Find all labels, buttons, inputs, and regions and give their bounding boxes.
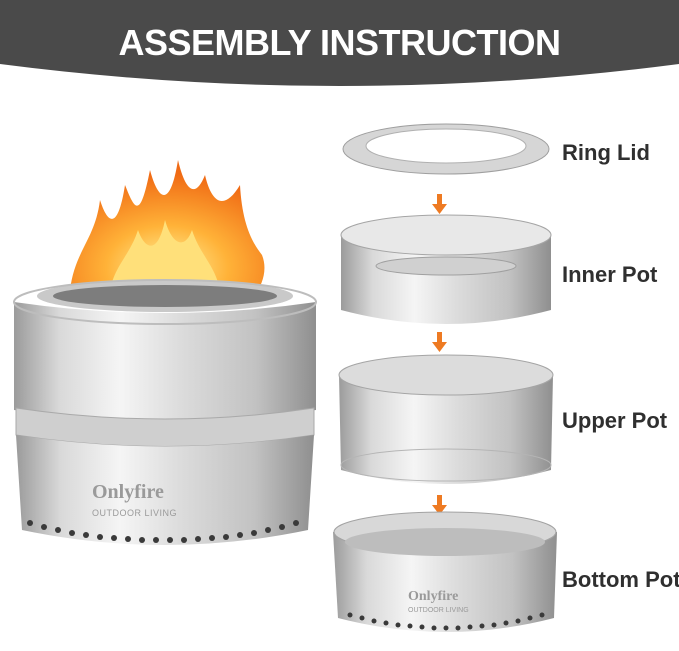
label-upper-pot: Upper Pot — [562, 408, 668, 433]
assembled-fire-pit-image: Onlyfire OUTDOOR LIVING — [13, 160, 317, 545]
brand-logo: Onlyfire — [92, 481, 164, 503]
arrow-down-icon — [432, 495, 447, 515]
arrow-down-icon — [432, 332, 447, 352]
parts-diagram: Onlyfire OUTDOOR LIVING — [333, 123, 557, 632]
upper-body — [14, 302, 316, 421]
flames — [70, 160, 265, 295]
inner-pot-image — [340, 214, 552, 324]
header-background — [0, 0, 679, 86]
page-title: ASSEMBLY INSTRUCTION — [118, 22, 561, 63]
header-banner: ASSEMBLY INSTRUCTION — [0, 0, 679, 90]
brand-tagline: OUTDOOR LIVING — [92, 508, 177, 518]
vent-holes — [27, 520, 299, 543]
upper-pot-image — [338, 354, 554, 484]
label-bottom-pot: Bottom Pot — [562, 567, 679, 592]
bottom-pot-image: Onlyfire OUTDOOR LIVING — [333, 511, 557, 632]
arrow-down-icon — [432, 194, 447, 214]
brand-tagline-small: OUTDOOR LIVING — [408, 607, 469, 614]
ring-lid-image — [342, 123, 550, 175]
label-ring-lid: Ring Lid — [562, 140, 650, 165]
lower-body — [16, 435, 314, 545]
label-inner-pot: Inner Pot — [562, 262, 658, 287]
brand-logo-small: Onlyfire — [408, 589, 458, 604]
